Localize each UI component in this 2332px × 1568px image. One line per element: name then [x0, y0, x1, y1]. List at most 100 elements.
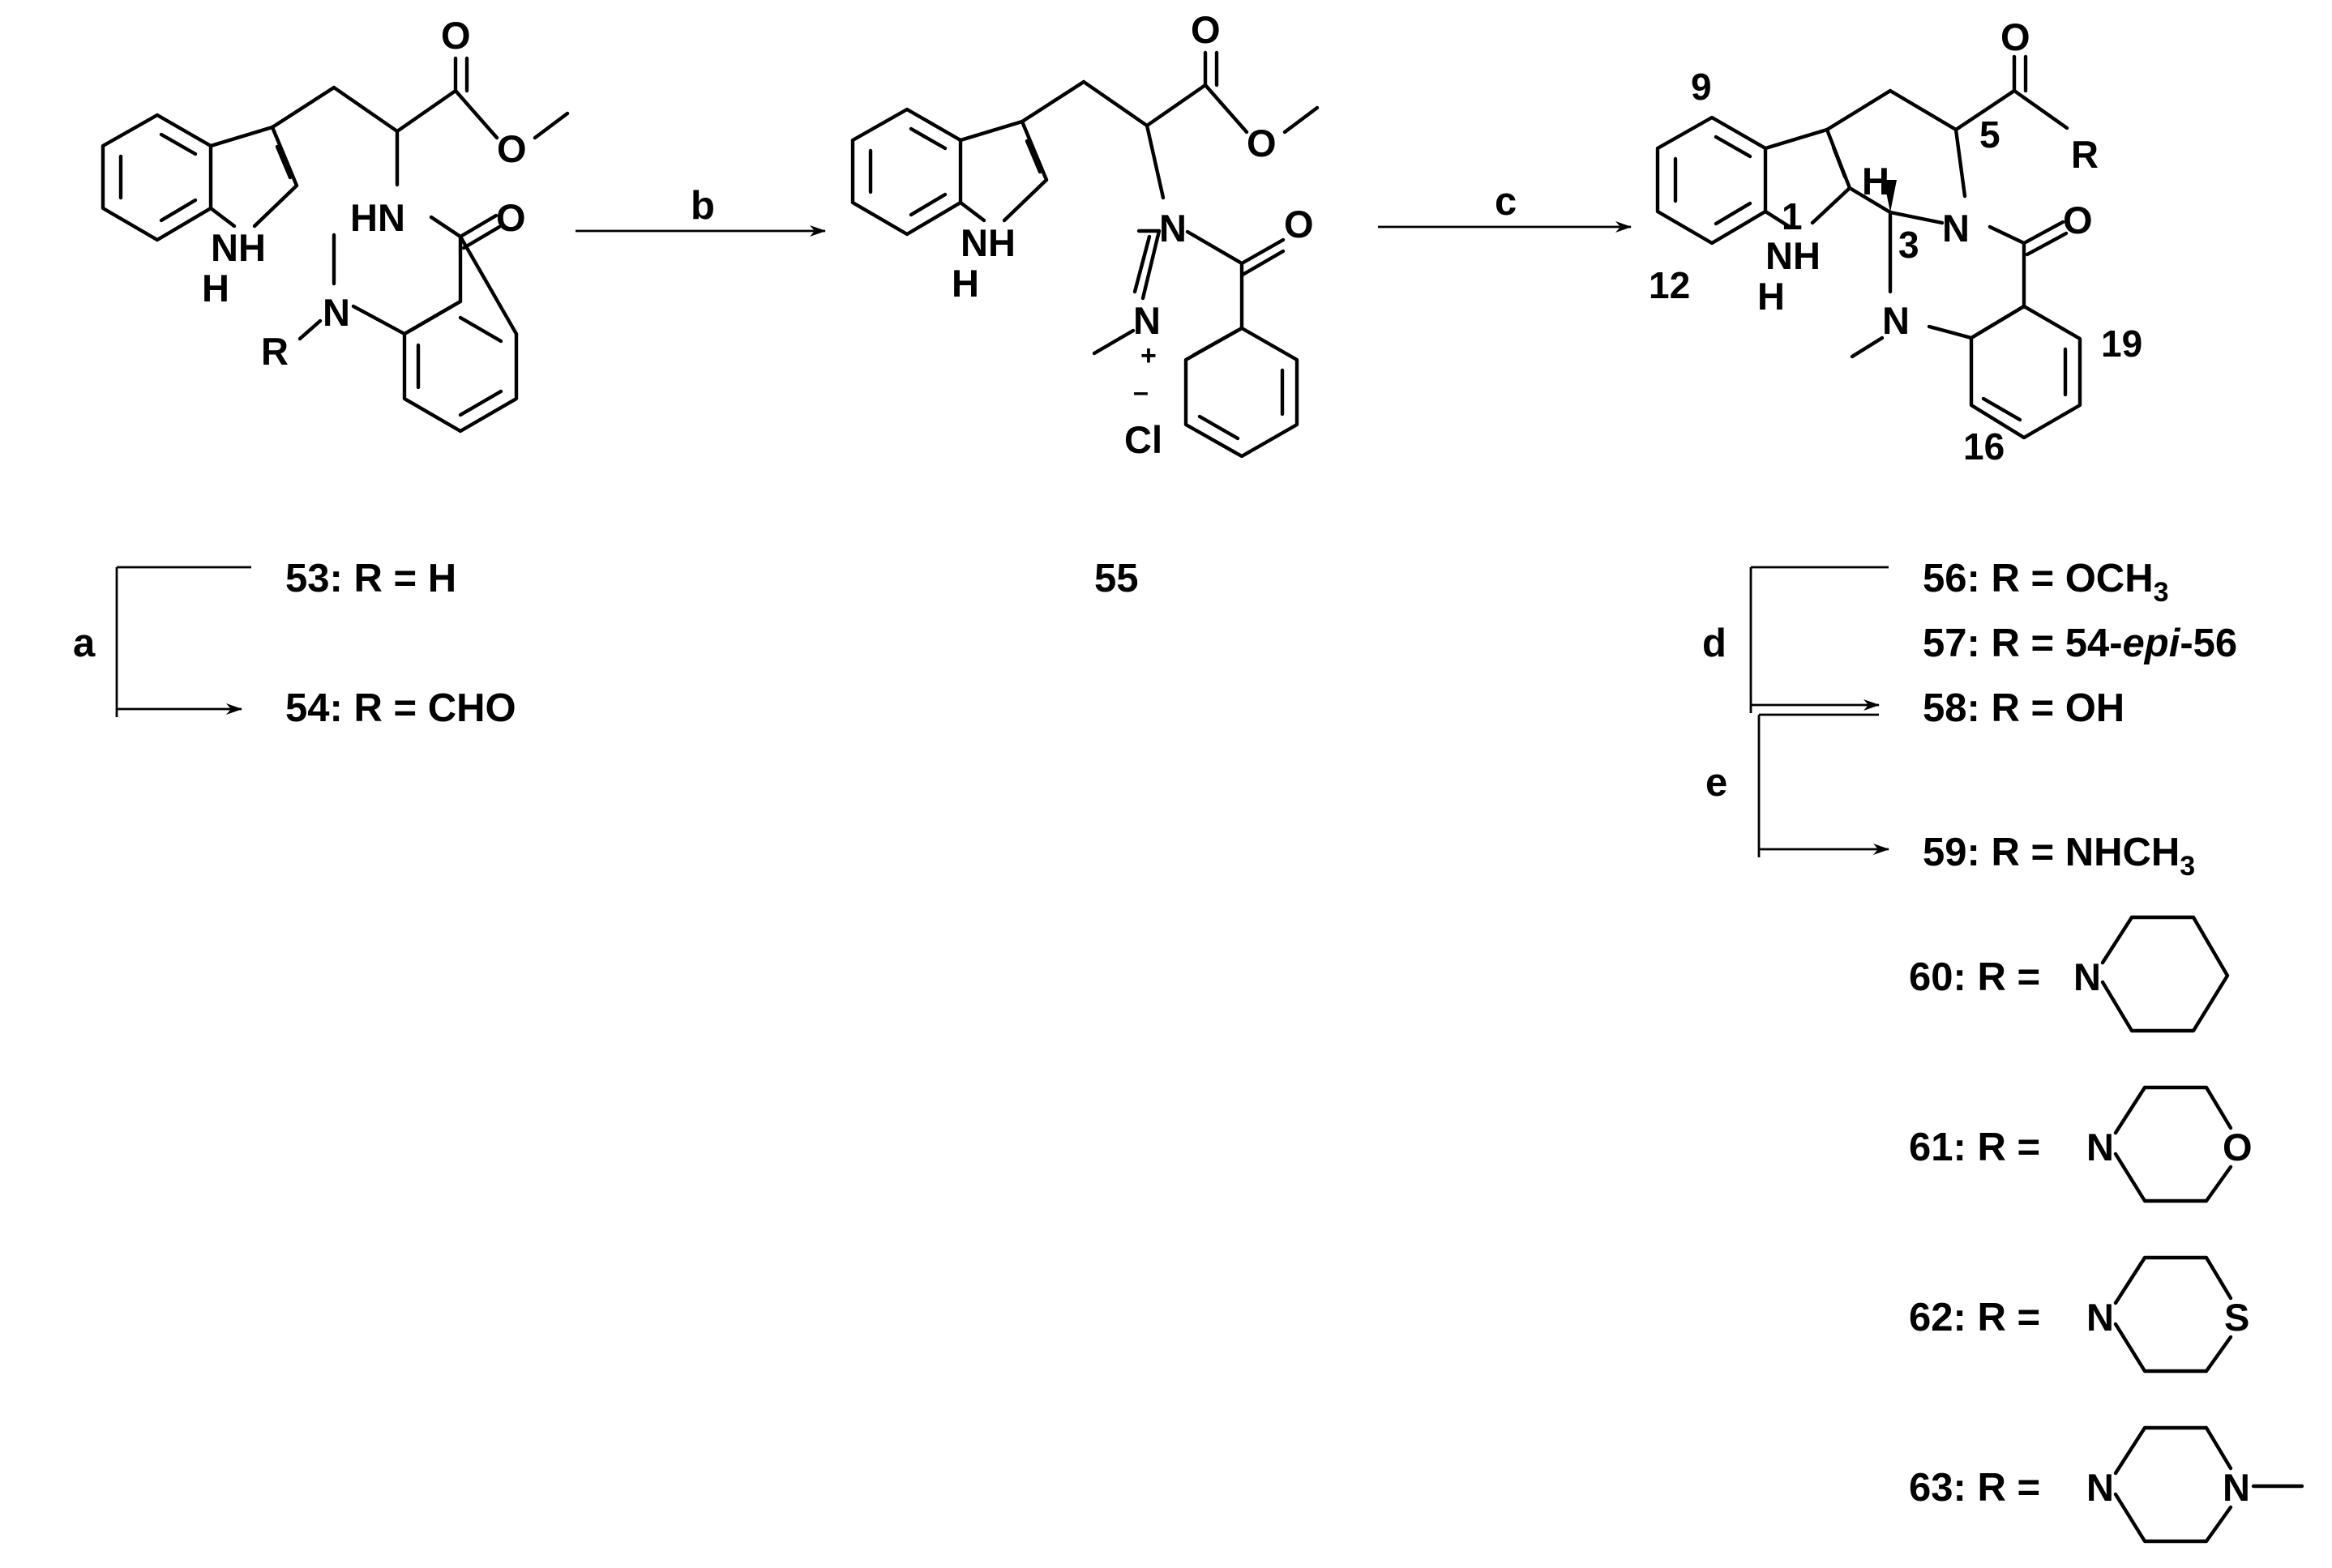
label-compound-57: 57: R = 54-epi-56: [1923, 622, 2237, 665]
atom-o: O: [2063, 199, 2093, 241]
reagent-label-e: e: [1705, 761, 1727, 805]
atom-o: O: [2000, 15, 2030, 58]
charge-minus: –: [1133, 377, 1149, 408]
r-prefix: : R =: [1967, 557, 2065, 600]
r-prefix: : R =: [1967, 831, 2065, 874]
r-group-label: R: [2071, 133, 2099, 176]
svg-text:62: R =: 62: R =: [1909, 1296, 2040, 1339]
substituent: OH: [2065, 686, 2125, 730]
atom-n-plus: N: [1133, 299, 1161, 342]
label-compound-59: 59: R = NHCH3: [1923, 831, 2195, 882]
svg-text:61: R =: 61: R =: [1909, 1126, 2040, 1169]
atom-o: O: [1247, 122, 1277, 164]
position-9: 9: [1691, 66, 1712, 108]
atom-h-stereo: H: [1862, 160, 1889, 203]
arrow-c: c: [1378, 180, 1632, 233]
charge-plus: +: [1140, 340, 1157, 371]
structure-56-63: NH H H N O O R N 9 12 1 3 5 19 16: [1649, 15, 2142, 468]
atom-nh: NH: [211, 226, 266, 269]
atom-n: N: [1942, 207, 1970, 250]
position-5: 5: [1979, 113, 2000, 156]
atom-o: O: [497, 127, 527, 170]
compound-number: 53: [285, 557, 330, 600]
r-prefix: : R =: [1967, 686, 2065, 730]
atom-n: N: [1159, 207, 1187, 250]
atom-h: H: [202, 267, 229, 310]
piperazine-ring-top: [2113, 1425, 2233, 1476]
compound-number: 57: [1923, 622, 1967, 665]
atom-n: N: [2073, 955, 2101, 998]
atom-nh: NH: [1765, 234, 1821, 277]
atom-h: H: [952, 262, 979, 305]
position-1: 1: [1782, 195, 1803, 237]
substituent: OCH: [2065, 557, 2154, 600]
compound-number: 63: [1909, 1466, 1953, 1510]
compound-number: 62: [1909, 1296, 1953, 1339]
arrow-e: e: [1705, 713, 1889, 857]
substituent-part: 54-: [2065, 622, 2123, 665]
thiomorpholine-ring-bottom: [2113, 1322, 2233, 1374]
morpholine-ring-bottom: [2113, 1151, 2233, 1203]
r-prefix: : R =: [1953, 1466, 2041, 1510]
arrow-a: a: [73, 566, 251, 717]
label-compound-55: 55: [1094, 557, 1139, 600]
atom-hn: HN: [350, 196, 405, 239]
atom-n: N: [2086, 1126, 2114, 1169]
r-prefix: : R =: [330, 557, 428, 600]
atom-h: H: [1757, 275, 1785, 318]
position-16: 16: [1963, 425, 2005, 468]
structure-53-54: NH H O O HN O N R: [101, 14, 570, 434]
chloride-counterion: Cl: [1124, 418, 1162, 461]
substituent: NHCH: [2065, 831, 2180, 874]
svg-text:63: R =: 63: R =: [1909, 1466, 2040, 1510]
compound-number: 58: [1923, 686, 1967, 730]
r-prefix: : R =: [1967, 622, 2065, 665]
substituent: H: [428, 557, 456, 600]
atom-n: N: [323, 291, 350, 334]
compound-number: 60: [1909, 955, 1953, 999]
arrow-d: d: [1702, 566, 1889, 713]
atom-nh: NH: [961, 221, 1016, 264]
label-compound-61: 61: R = N O: [1909, 1085, 2253, 1203]
r-prefix: : R =: [1953, 955, 2041, 999]
subscript: 3: [2154, 577, 2169, 608]
position-12: 12: [1649, 264, 1690, 306]
piperazine-ring-bottom: [2113, 1492, 2233, 1544]
substituent-italic: epi: [2123, 622, 2181, 665]
atom-n: N: [2086, 1296, 2114, 1339]
piperidine-ring: [2100, 915, 2230, 1033]
atom-o: O: [1284, 203, 1314, 246]
substituent: CHO: [428, 686, 516, 730]
subscript: 3: [2180, 851, 2195, 882]
atom-o: O: [496, 196, 526, 239]
position-19: 19: [2101, 323, 2142, 365]
atom-n: N: [2086, 1466, 2114, 1509]
substituent-part: -56: [2180, 622, 2237, 665]
label-compound-63: 63: R = N N: [1909, 1425, 2304, 1544]
reagent-label-b: b: [691, 184, 715, 228]
label-compound-54: 54: R = CHO: [285, 686, 516, 730]
r-prefix: : R =: [1953, 1296, 2041, 1339]
atom-o: O: [441, 14, 471, 57]
label-compound-60: 60: R = N: [1909, 915, 2230, 1033]
compound-number: 54: [285, 686, 330, 730]
position-3: 3: [1898, 224, 1919, 266]
label-compound-56: 56: R = OCH3: [1923, 557, 2169, 608]
reagent-label-d: d: [1702, 622, 1727, 665]
svg-text:60: R =: 60: R =: [1909, 955, 2040, 999]
label-compound-58: 58: R = OH: [1923, 686, 2124, 730]
atom-o: O: [1191, 8, 1221, 51]
r-prefix: : R =: [330, 686, 428, 730]
reagent-label-c: c: [1495, 180, 1517, 224]
label-compound-62: 62: R = N S: [1909, 1255, 2249, 1374]
atom-o: O: [2223, 1126, 2253, 1169]
label-compound-53: 53: R = H: [285, 557, 456, 600]
compound-number: 59: [1923, 831, 1967, 874]
r-group-label: R: [261, 330, 289, 373]
r-prefix: : R =: [1953, 1126, 2041, 1169]
structure-55: NH H O O N O N + – Cl: [850, 8, 1320, 461]
compound-number: 61: [1909, 1126, 1953, 1169]
reagent-label-a: a: [73, 622, 96, 665]
atom-n: N: [2223, 1466, 2250, 1509]
